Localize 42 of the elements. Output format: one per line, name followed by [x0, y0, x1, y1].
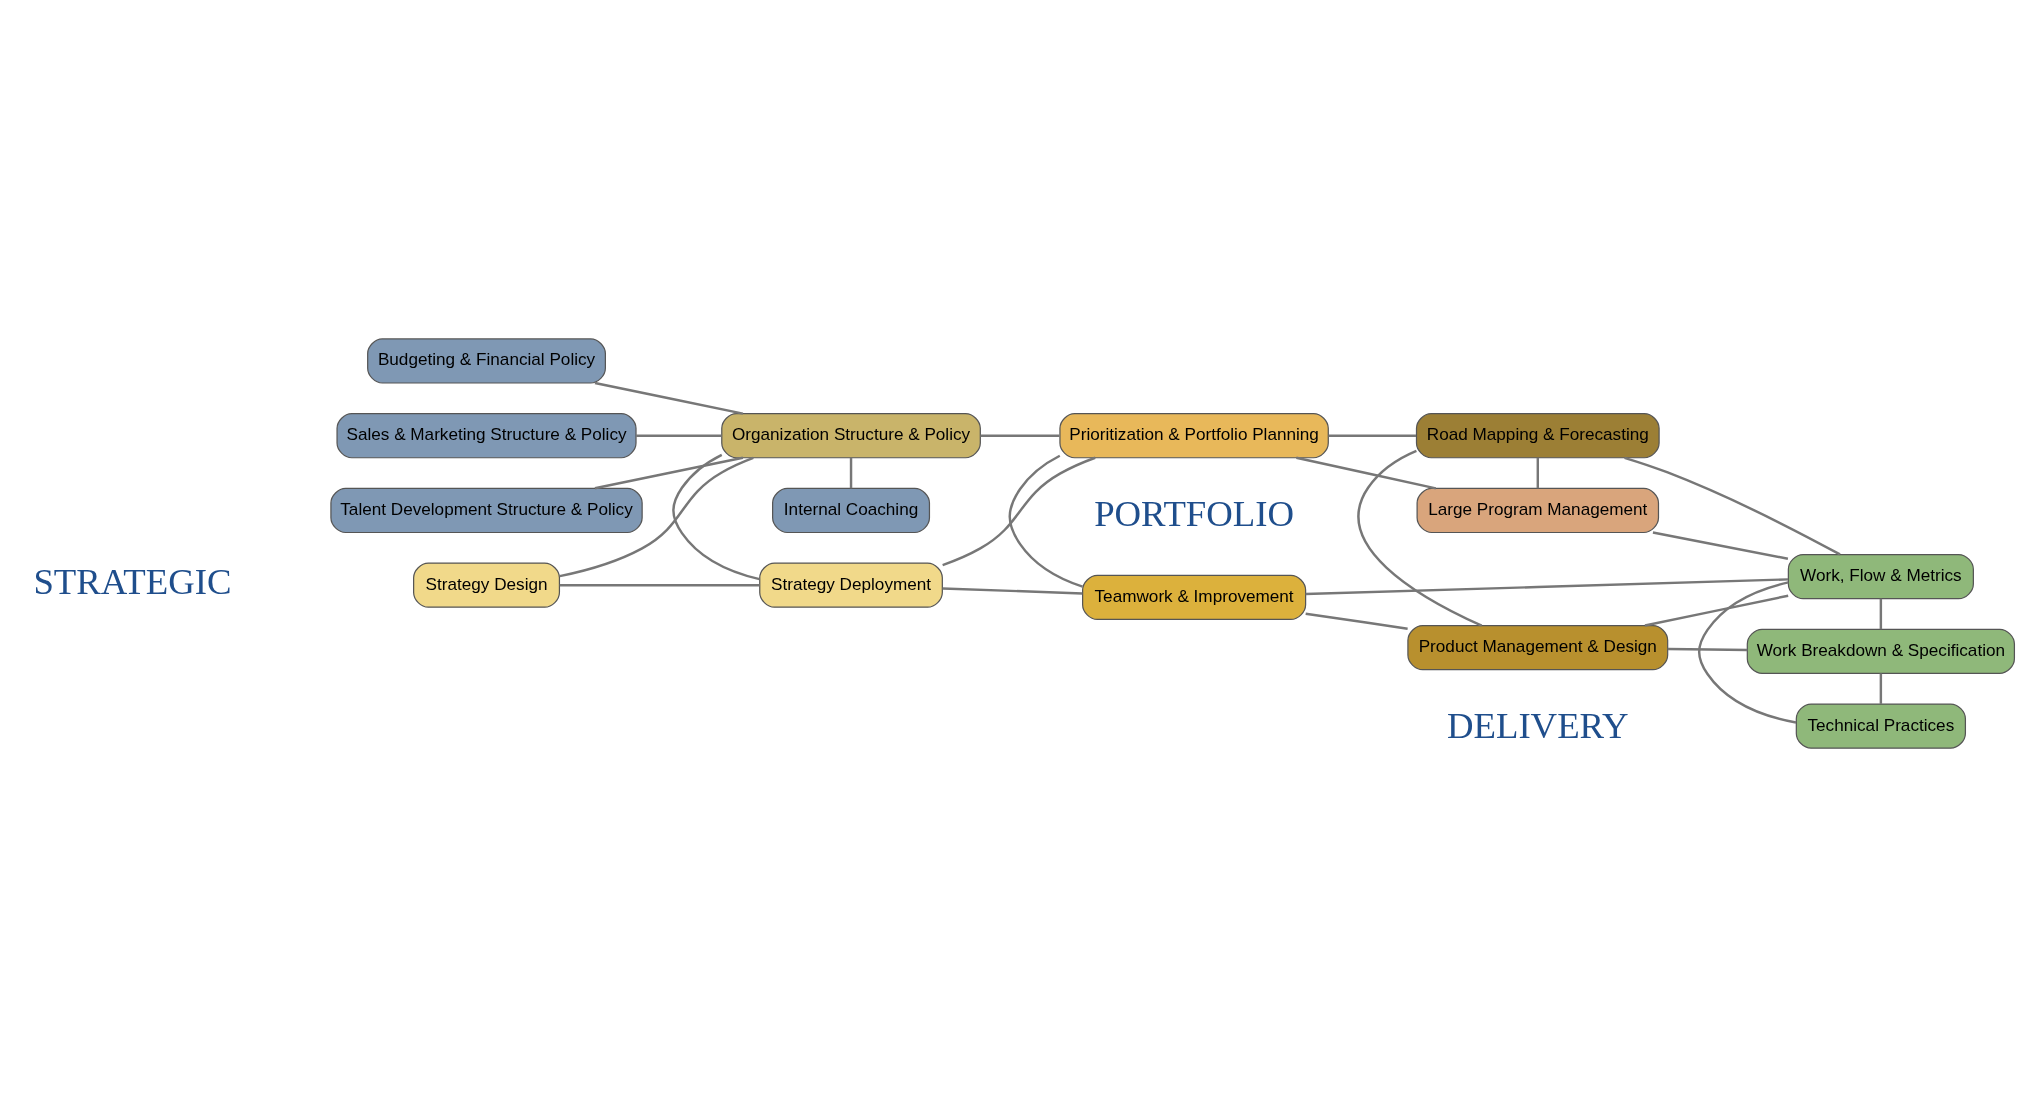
- connector: [1667, 647, 1748, 651]
- node-box: Prioritization & Portfolio Planning: [1059, 412, 1329, 458]
- node-box: Internal Coaching: [772, 487, 931, 533]
- node-box: Strategy Deployment: [759, 562, 943, 608]
- node-box: Road Mapping & Forecasting: [1415, 412, 1660, 458]
- label: PORTFOLIO: [1094, 492, 1295, 534]
- label: STRATEGIC: [33, 560, 232, 602]
- connector: [559, 456, 754, 577]
- node-box: Organization Structure & Policy: [721, 412, 981, 458]
- connector: [1652, 530, 1789, 560]
- connector: [1328, 433, 1417, 437]
- connector: [1698, 580, 1797, 724]
- connector: [1879, 598, 1883, 629]
- connector: [1296, 456, 1437, 490]
- node-box: Budgeting & Financial Policy: [367, 337, 606, 384]
- connector: [1008, 454, 1083, 588]
- connector: [942, 586, 1083, 595]
- node-box: Work Breakdown & Specification: [1746, 628, 2016, 674]
- connector: [672, 453, 760, 580]
- connector: [1357, 449, 1483, 627]
- connector: [1879, 673, 1883, 704]
- node-box: Product Management & Design: [1407, 624, 1669, 670]
- connector: [1624, 456, 1841, 555]
- connector: [1305, 611, 1408, 630]
- node-box: Talent Development Structure & Policy: [330, 487, 643, 533]
- node-box: Sales & Marketing Structure & Policy: [336, 412, 637, 458]
- connector: [636, 433, 722, 437]
- connector: [1644, 594, 1789, 627]
- connector: [594, 456, 744, 489]
- connector: [594, 381, 744, 415]
- node-box: Large Program Management: [1416, 487, 1660, 533]
- connector: [942, 456, 1096, 566]
- connector: [1536, 457, 1539, 488]
- node-box: Teamwork & Improvement: [1082, 574, 1307, 620]
- node-box: Technical Practices: [1795, 702, 1967, 749]
- connector: [849, 457, 853, 488]
- connector: [1305, 577, 1789, 595]
- node-box: Strategy Design: [413, 562, 561, 608]
- connector: [980, 433, 1060, 437]
- node-box: Work, Flow & Metrics: [1787, 553, 1974, 599]
- label: DELIVERY: [1446, 704, 1629, 746]
- connector: [559, 583, 760, 586]
